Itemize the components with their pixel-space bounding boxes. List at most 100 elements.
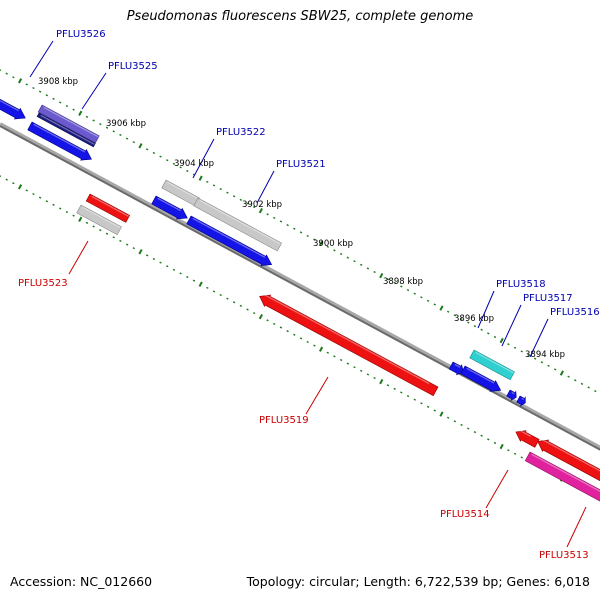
- gene-label-pflu3514[interactable]: PFLU3514: [440, 509, 490, 520]
- tick-mark: [232, 301, 236, 304]
- gene-block-pflu3523a[interactable]: [85, 193, 131, 223]
- tick-mark: [499, 337, 504, 344]
- tick-mark: [252, 206, 256, 209]
- gene-block-pflu3516[interactable]: [506, 389, 517, 402]
- gene-block-pflu3522b[interactable]: [151, 195, 188, 220]
- gene-label-pflu3523[interactable]: PFLU3523: [18, 278, 68, 289]
- tick-mark: [299, 337, 303, 340]
- gene-block-pflu3517[interactable]: [460, 365, 502, 392]
- tick-mark: [467, 427, 470, 430]
- tick-mark: [99, 123, 102, 126]
- tick-mark: [112, 236, 115, 239]
- gene-label-pflu3513[interactable]: PFLU3513: [539, 550, 589, 561]
- tick-mark: [446, 310, 450, 313]
- gene-block-pflu3516b[interactable]: [516, 395, 526, 407]
- tick-mark: [266, 213, 269, 216]
- tick-mark: [206, 286, 209, 289]
- gene-block-pflu3521[interactable]: [193, 197, 283, 252]
- tick-mark: [527, 353, 530, 357]
- tick-mark: [192, 173, 196, 176]
- tick-mark: [32, 86, 35, 90]
- gene-block-pflu3525b[interactable]: [36, 112, 96, 148]
- tick-mark: [359, 369, 363, 372]
- tick-mark: [78, 110, 83, 116]
- tick-mark: [25, 189, 28, 192]
- tick-mark: [52, 97, 55, 100]
- topology-text: Topology: circular; Length: 6,722,539 bp…: [246, 574, 590, 589]
- tick-mark: [426, 299, 430, 302]
- leader-pflu3517: [501, 304, 522, 347]
- tick-mark: [420, 402, 423, 405]
- tick-mark: [125, 243, 129, 246]
- gene-label-pflu3522[interactable]: PFLU3522: [216, 127, 266, 138]
- tick-mark: [353, 366, 356, 369]
- gene-block-pflu3514[interactable]: [537, 438, 600, 483]
- tick-mark: [138, 249, 143, 255]
- tick-mark: [273, 322, 276, 326]
- gene-block-pflu3518[interactable]: [469, 349, 515, 381]
- tick-mark: [580, 382, 584, 385]
- gene-block-pflu3518b[interactable]: [448, 361, 464, 376]
- tick-mark: [72, 214, 75, 217]
- gene-label-pflu3519[interactable]: PFLU3519: [259, 415, 309, 426]
- tick-label-3904: 3904 kbp: [174, 159, 214, 169]
- tick-mark: [400, 391, 403, 394]
- tick-mark: [192, 279, 196, 282]
- gene-block-pflu3524[interactable]: [27, 121, 92, 161]
- gene-label-pflu3516[interactable]: PFLU3516: [550, 307, 600, 318]
- gene-block-pflu3514a[interactable]: [515, 429, 540, 448]
- tick-mark: [286, 224, 289, 227]
- tick-mark: [38, 196, 42, 199]
- gene-label-pflu3517[interactable]: PFLU3517: [523, 293, 573, 304]
- tick-mark: [145, 148, 149, 151]
- tick-mark: [105, 232, 109, 235]
- gene-block-pflu3513[interactable]: [524, 451, 600, 504]
- gene-block-pflu3526[interactable]: [0, 96, 26, 120]
- leader-pflu3518: [477, 290, 495, 329]
- tick-mark: [125, 137, 129, 140]
- tick-mark: [38, 90, 42, 93]
- tick-mark: [433, 409, 437, 412]
- tick-mark: [366, 373, 370, 376]
- gene-block-pflu3519[interactable]: [259, 293, 439, 397]
- tick-mark: [279, 326, 283, 329]
- genome-backbone: [0, 122, 600, 451]
- tick-mark: [293, 333, 296, 336]
- tick-mark: [366, 267, 370, 270]
- tick-mark: [246, 308, 249, 311]
- tick-mark: [346, 256, 350, 259]
- tick-mark: [45, 94, 49, 97]
- tick-mark: [212, 290, 216, 293]
- tick-mark: [333, 355, 336, 358]
- tick-mark: [400, 285, 403, 288]
- tick-mark: [313, 238, 316, 241]
- tick-mark: [306, 234, 309, 238]
- tick-mark: [446, 416, 450, 419]
- gene-block-pflu3521b[interactable]: [186, 215, 273, 266]
- tick-mark: [326, 245, 329, 248]
- tick-mark: [487, 332, 490, 335]
- gene-label-pflu3518[interactable]: PFLU3518: [496, 279, 546, 290]
- tick-mark: [339, 252, 343, 256]
- tick-mark: [226, 191, 229, 194]
- tick-mark: [299, 231, 303, 234]
- tick-mark: [45, 200, 49, 203]
- tick-mark: [186, 169, 189, 173]
- tick-mark: [58, 101, 62, 104]
- tick-mark: [172, 162, 176, 165]
- gene-label-pflu3521[interactable]: PFLU3521: [276, 159, 326, 170]
- leader-pflu3521: [256, 170, 275, 204]
- leader-pflu3516: [529, 318, 549, 358]
- tick-mark: [313, 344, 316, 347]
- gene-block-pflu3523[interactable]: [76, 204, 122, 236]
- tick-mark: [219, 293, 222, 297]
- tick-mark: [333, 249, 336, 252]
- gene-label-pflu3525[interactable]: PFLU3525: [108, 61, 158, 72]
- leader-pflu3523: [68, 240, 89, 275]
- tick-mark: [179, 166, 182, 169]
- gene-labels: PFLU3526 PFLU3525 PFLU3522 PFLU3521 PFLU…: [18, 29, 600, 561]
- gene-label-pflu3526[interactable]: PFLU3526: [56, 29, 106, 40]
- tick-mark: [433, 303, 437, 306]
- gene-block-pflu3525[interactable]: [37, 104, 100, 144]
- tick-mark: [99, 229, 102, 232]
